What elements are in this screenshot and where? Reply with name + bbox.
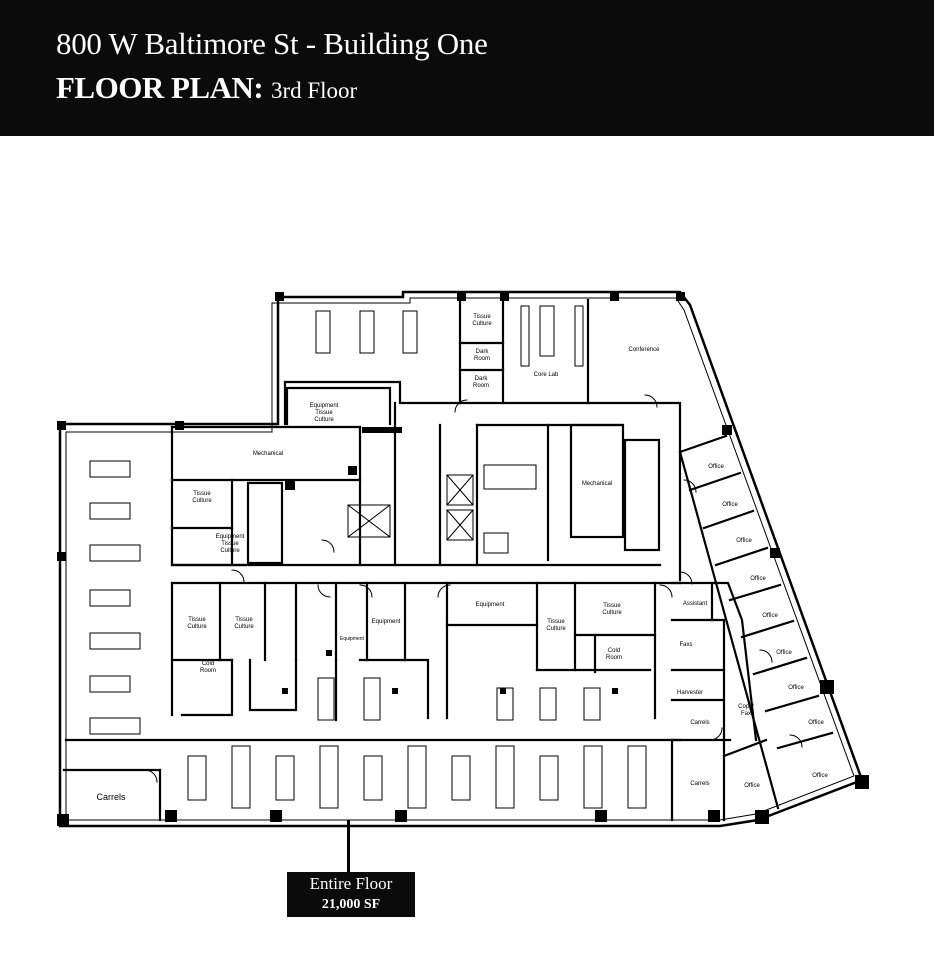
lab-benches xyxy=(89,305,647,809)
room-label-line: Dark xyxy=(475,376,489,382)
room-label: Mechanical xyxy=(253,451,283,457)
room-label-line: Culture xyxy=(220,548,240,554)
entire-floor-label: Entire Floor xyxy=(309,874,393,893)
room-label: Carrels xyxy=(690,720,709,726)
floor-plan-label: FLOOR PLAN: xyxy=(56,70,264,105)
office-label: Office xyxy=(776,650,792,656)
room-label-line: Cold xyxy=(608,648,620,654)
room-label-line: Tissue xyxy=(193,491,211,497)
room-label-line: Room xyxy=(606,655,622,661)
elevator-marks xyxy=(347,474,474,541)
room-label-line: Fax xyxy=(741,711,751,717)
room-label-line: Dark xyxy=(476,349,490,355)
floor-plan-heading: FLOOR PLAN: 3rd Floor xyxy=(56,70,357,106)
room-label: Mechanical xyxy=(582,481,612,487)
room-label: Equipment xyxy=(372,619,401,625)
room-label-line: Equipment xyxy=(310,403,339,409)
room-label-line: Cold xyxy=(202,661,214,667)
room-label-line: Culture xyxy=(187,624,207,630)
interior-walls xyxy=(62,298,834,822)
room-label-line: Tissue xyxy=(235,617,253,623)
room-label: Equipment xyxy=(476,602,505,608)
room-label-line: Culture xyxy=(314,417,334,423)
office-label: Office xyxy=(744,783,760,789)
room-label: Carrels xyxy=(690,781,709,787)
office-label: Office xyxy=(736,538,752,544)
room-label-line: Room xyxy=(473,383,489,389)
room-label-line: Culture xyxy=(472,321,492,327)
room-label: Equipment xyxy=(340,636,365,642)
room-labels: Tissue Culture Dark Room Dark Room Core … xyxy=(187,314,828,789)
office-label: Office xyxy=(708,464,724,470)
structural-columns xyxy=(57,292,869,872)
room-label: Assistant xyxy=(683,601,708,607)
room-label-line: Tissue xyxy=(603,603,621,609)
office-label: Office xyxy=(808,720,824,726)
room-label-line: Equipment xyxy=(216,534,245,540)
room-label-line: Tissue xyxy=(188,617,206,623)
office-label: Office xyxy=(812,773,828,779)
floor-area-badge: Entire Floor 21,000 SF xyxy=(287,872,415,917)
room-label-line: Culture xyxy=(192,498,212,504)
room-label: Carrels xyxy=(96,792,126,802)
room-label-line: Culture xyxy=(546,626,566,632)
office-label: Office xyxy=(750,576,766,582)
building-title: 800 W Baltimore St - Building One xyxy=(56,26,488,61)
room-label: Faxs xyxy=(679,642,692,648)
room-label-line: Culture xyxy=(234,624,254,630)
room-label: Core Lab xyxy=(534,372,559,378)
room-label-line: Tissue xyxy=(547,619,565,625)
room-label-line: Copy/ xyxy=(738,704,754,710)
room-label-line: Room xyxy=(200,668,216,674)
office-label: Office xyxy=(788,685,804,691)
room-label: Conference xyxy=(628,347,660,353)
room-label-line: Tissue xyxy=(473,314,491,320)
room-label-line: Culture xyxy=(602,610,622,616)
office-label: Office xyxy=(762,613,778,619)
room-label-line: Tissue xyxy=(315,410,333,416)
room-label-line: Tissue xyxy=(221,541,239,547)
door-swings xyxy=(144,394,803,783)
room-label-line: Room xyxy=(474,356,490,362)
room-label: Harvester xyxy=(677,690,703,696)
header-banner: 800 W Baltimore St - Building One FLOOR … xyxy=(0,0,934,136)
office-label: Office xyxy=(722,502,738,508)
floor-area-value: 21,000 SF xyxy=(321,897,381,912)
floor-name: 3rd Floor xyxy=(270,78,358,103)
